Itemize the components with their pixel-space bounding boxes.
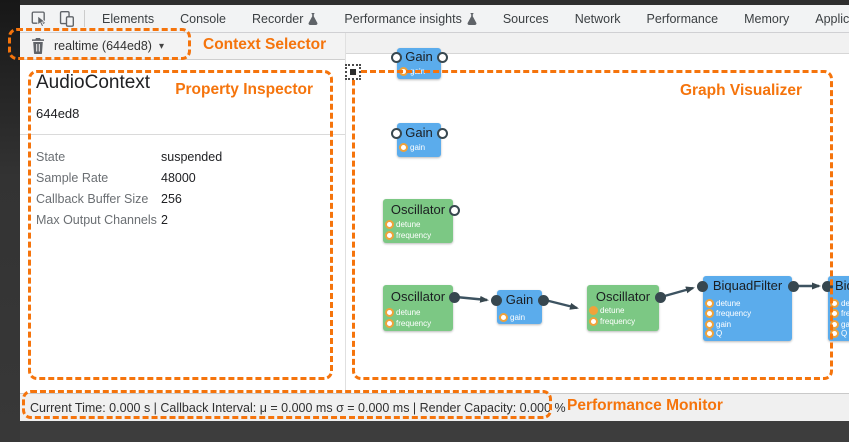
inspector-divider bbox=[20, 134, 345, 135]
tab-label: Recorder bbox=[251, 11, 304, 26]
trash-icon[interactable] bbox=[31, 38, 45, 54]
tab-label: Elements bbox=[102, 11, 155, 26]
property-value: 48000 bbox=[161, 170, 196, 185]
tab-recorder[interactable]: Recorder bbox=[239, 5, 331, 32]
property-label: State bbox=[36, 149, 66, 164]
toolbar-divider bbox=[84, 10, 85, 27]
tab-sources[interactable]: Sources bbox=[490, 5, 562, 32]
tab-application[interactable]: Application bbox=[802, 5, 849, 32]
graph-node-gain-top[interactable] bbox=[397, 48, 441, 79]
devtools-tab-bar: Elements Console Recorder Performance insig… bbox=[20, 5, 849, 33]
desktop-background-strip bbox=[0, 0, 20, 442]
tab-label: Sources bbox=[502, 11, 549, 26]
context-id: 644ed8 bbox=[36, 106, 80, 121]
flask-icon bbox=[467, 12, 477, 25]
property-row: Sample Rate 48000 bbox=[36, 167, 329, 188]
tab-performance-insights[interactable]: Performance insights bbox=[331, 5, 489, 32]
graph-node-oscillator-2[interactable] bbox=[383, 285, 453, 331]
graph-node-oscillator-3[interactable] bbox=[587, 285, 659, 331]
tab-elements[interactable]: Elements bbox=[89, 5, 167, 32]
performance-status-bar: Current Time: 0.000 s | Callback Interva… bbox=[20, 393, 849, 421]
tab-memory[interactable]: Memory bbox=[731, 5, 802, 32]
devtools-tabs: Elements Console Recorder Performance insig… bbox=[89, 5, 849, 32]
graph-node-gain-3[interactable] bbox=[497, 290, 542, 324]
property-row: State suspended bbox=[36, 146, 329, 167]
property-inspector-pane: realtime (644ed8) ▾ AudioContext 644ed8 … bbox=[20, 33, 346, 393]
graph-node-oscillator-1[interactable] bbox=[383, 199, 453, 243]
tab-label: Performance bbox=[646, 11, 719, 26]
property-value: 256 bbox=[161, 191, 182, 206]
tab-console[interactable]: Console bbox=[167, 5, 239, 32]
audiocontext-title: AudioContext bbox=[36, 72, 151, 93]
webaudio-context-toolbar: realtime (644ed8) ▾ bbox=[20, 33, 345, 60]
graph-node-biquadfilter-2[interactable] bbox=[828, 276, 849, 341]
flask-icon bbox=[308, 12, 318, 25]
graph-node-biquadfilter-1[interactable] bbox=[703, 276, 792, 341]
tab-label: Performance insights bbox=[344, 11, 462, 26]
device-toolbar-icon[interactable] bbox=[58, 10, 75, 27]
context-selector-dropdown[interactable]: realtime (644ed8) bbox=[54, 39, 152, 53]
graph-node-gain-2[interactable] bbox=[397, 123, 441, 157]
property-value: suspended bbox=[161, 149, 223, 164]
tab-performance[interactable]: Performance bbox=[634, 5, 732, 32]
tab-network[interactable]: Network bbox=[562, 5, 634, 32]
chevron-down-icon[interactable]: ▾ bbox=[158, 40, 164, 52]
tab-label: Console bbox=[180, 11, 226, 26]
property-label: Callback Buffer Size bbox=[36, 191, 149, 206]
property-row: Callback Buffer Size 256 bbox=[36, 188, 329, 209]
property-value: 2 bbox=[161, 212, 168, 227]
property-label: Max Output Channels bbox=[36, 212, 157, 227]
graph-pane-toolbar-strip bbox=[346, 33, 849, 54]
selection-handle-icon bbox=[345, 64, 361, 80]
performance-status-text: Current Time: 0.000 s | Callback Interva… bbox=[30, 400, 566, 415]
property-label: Sample Rate bbox=[36, 170, 109, 185]
property-row: Max Output Channels 2 bbox=[36, 209, 329, 230]
tab-label: Memory bbox=[744, 11, 790, 26]
tab-label: Application bbox=[815, 11, 849, 26]
inspect-element-icon[interactable] bbox=[31, 10, 48, 27]
tab-label: Network bbox=[574, 11, 621, 26]
